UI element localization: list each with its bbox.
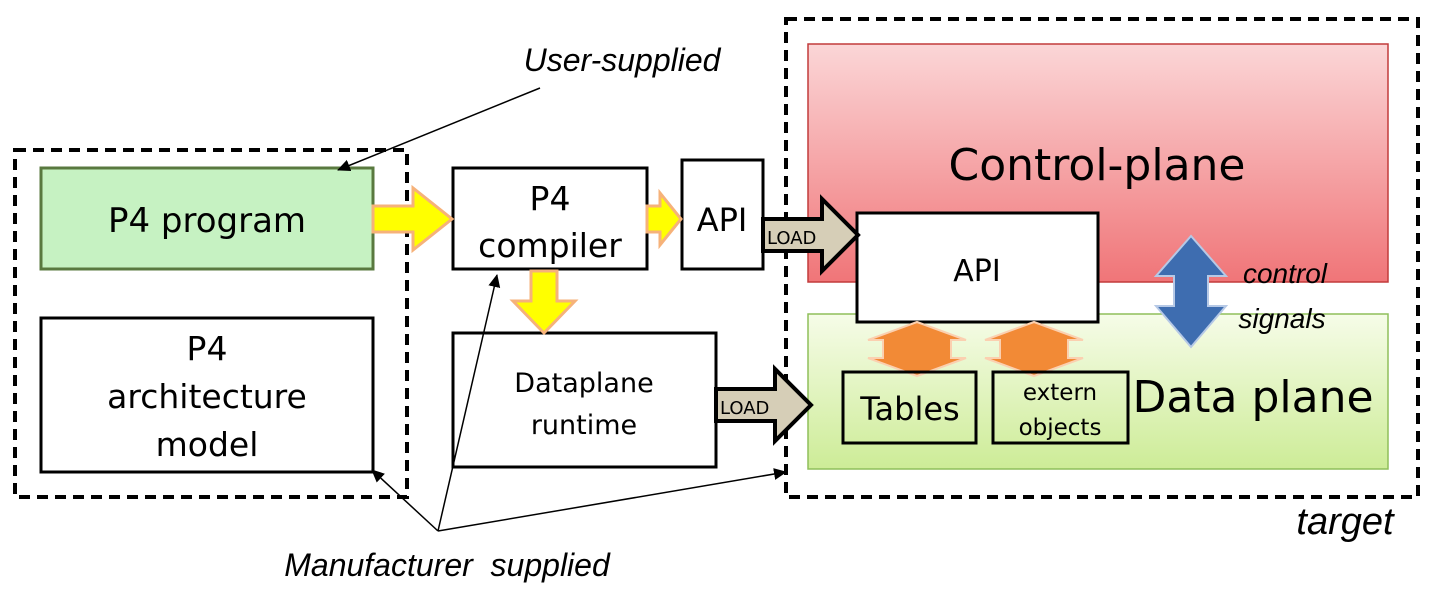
yellow-arrow-compiler-to-runtime [509,269,579,336]
yellow-arrow-compiler-to-api [645,188,683,250]
orange-double-arrow-extern [984,320,1084,378]
manufacturer-pointer-compiler [437,274,501,532]
target-group-border [784,17,1420,499]
p4-arch-line1: P4 [187,329,228,368]
yellow-arrow-program-to-compiler [371,184,455,254]
load-arrow-runtime [714,364,814,446]
control-plane-label: Control-plane [949,140,1246,191]
control-signals-line1: control [1243,258,1328,289]
load-label-runtime: LOAD [720,398,769,419]
user-supplied-label: User-supplied [524,42,722,78]
load-arrow-api [761,194,861,276]
tables-box [841,370,978,445]
dataplane-runtime-line2: runtime [531,410,637,441]
api-inner-box [855,211,1100,324]
load-label-api: LOAD [767,228,816,249]
p4-compiler-line2: compiler [478,226,622,265]
extern-objects-box [991,370,1130,445]
control-signals-line2: signals [1238,303,1325,334]
manufacturer-supplied-label: Manufacturer supplied [284,547,611,583]
blue-double-arrow-control-signals [1153,234,1229,349]
p4-architecture-model-box [39,316,375,474]
extern-line1: extern [1023,380,1097,406]
manufacturer-pointer-target [437,468,787,532]
p4-program-box [39,166,375,271]
api-inner-label: API [953,254,1000,289]
user-supplied-pointer [337,87,541,172]
p4-compiler-line1: P4 [530,179,571,218]
p4-program-label: P4 program [108,201,306,241]
extern-line2: objects [1019,415,1102,441]
manufacturer-pointer-arch [371,469,439,532]
dataplane-runtime-box [451,331,718,469]
p4-arch-line3: model [156,425,259,464]
target-label: target [1296,501,1395,543]
data-plane-label: Data plane [1132,372,1373,423]
api-outer-label: API [697,201,748,239]
api-outer-box [680,158,765,271]
tables-label: Tables [859,390,959,428]
p4-arch-line2: architecture [107,377,307,416]
orange-double-arrow-tables [867,320,967,378]
user-manufacturer-group-border [13,148,409,499]
dataplane-runtime-line1: Dataplane [514,368,653,399]
